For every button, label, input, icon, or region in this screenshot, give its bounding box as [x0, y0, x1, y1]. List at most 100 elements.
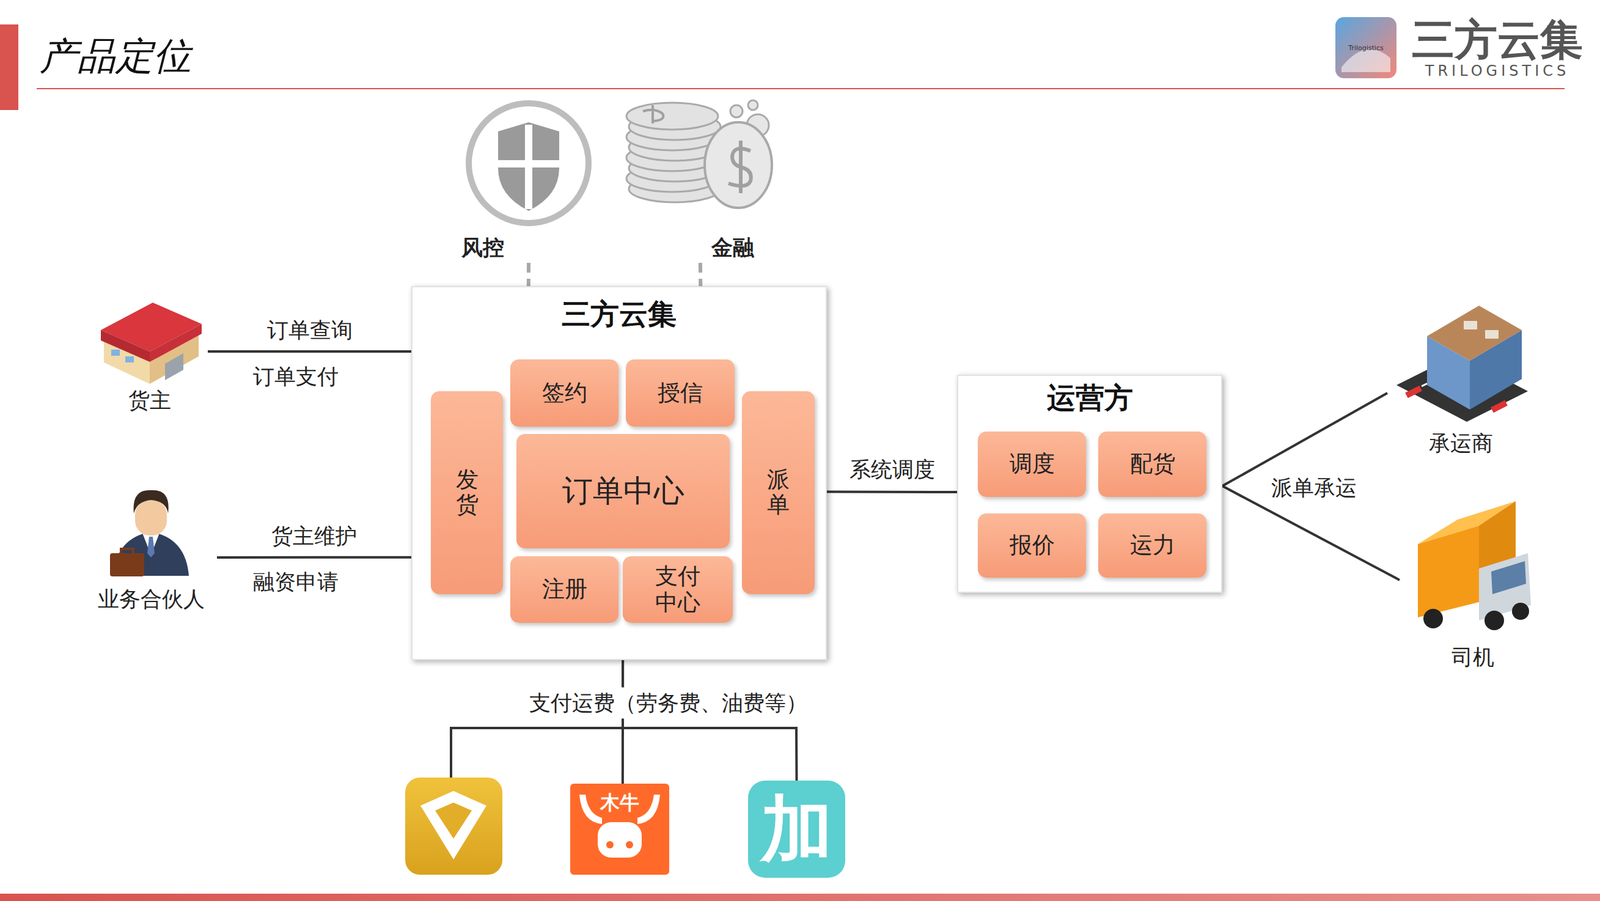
node-label: 授信 [657, 380, 703, 407]
truck-icon-part [1478, 553, 1531, 621]
module-box: 发货 [430, 391, 503, 595]
coins-icon [626, 100, 772, 208]
module-box: 配货 [1098, 431, 1207, 497]
node-label: 调度 [1009, 451, 1055, 478]
connector-label: 货主维护 [268, 520, 360, 552]
truck-icon-part [1484, 610, 1505, 631]
logo-subtitle: TRILOGISTICS [1425, 62, 1570, 80]
coin-sign [642, 105, 664, 124]
node-label: 司机 [1451, 644, 1495, 670]
connector-label: 订单查询 [264, 314, 356, 346]
partner-icon-part [133, 490, 169, 514]
jia-app-icon-part [748, 780, 846, 878]
bus-branch-line-part [451, 727, 623, 778]
coin-sign [728, 140, 752, 194]
partner-icon-part [121, 548, 134, 555]
yellow-app-icon [405, 777, 503, 875]
node-label: 注册 [542, 576, 588, 603]
icon-node: 风控 [452, 97, 606, 263]
warehouse-icon-part [125, 356, 134, 363]
shield-icon [468, 103, 589, 224]
partner-icon-part [135, 499, 167, 536]
node-label: 木牛 [600, 792, 640, 814]
node-label: 签约 [542, 380, 588, 407]
module-box: 签约 [510, 359, 619, 427]
logo-icon-text: Trilogistics [1348, 44, 1384, 52]
connector [207, 350, 412, 353]
group-box: 运营方调度 配货报价 运力 [957, 374, 1223, 593]
connector [622, 660, 797, 781]
module-box: 调度 [977, 431, 1087, 497]
muniu-app-icon-part [637, 794, 661, 824]
title-decoration-part [36, 88, 1565, 90]
connector-note: 订单支付 [253, 362, 339, 392]
warehouse-icon-part [165, 353, 184, 381]
node-label: 业务合伙人 [97, 586, 205, 612]
icon-node: 业务合伙人 [85, 488, 217, 615]
connector [216, 556, 412, 559]
module-box: 运力 [1098, 513, 1207, 578]
muniu-app-icon-part [597, 822, 642, 858]
app-icon: 木牛 [570, 783, 670, 875]
module-box: 派单 [741, 391, 815, 595]
warehouse-icon [100, 302, 202, 384]
node-label: 承运商 [1428, 430, 1494, 456]
partner-icon [110, 490, 189, 577]
truck-icon-part [1491, 561, 1527, 595]
logo-icon [1335, 17, 1397, 79]
coins-icon-part [730, 105, 743, 118]
group-heading: 三方云集 [412, 287, 826, 332]
carrier-building-icon-part [1485, 330, 1499, 339]
carrier-building-icon-part [1490, 400, 1508, 414]
partner-icon-part [110, 553, 145, 577]
carrier-building-icon-part [1405, 385, 1423, 399]
carrier-building-icon-part [1427, 305, 1522, 361]
carrier-building-icon [1396, 305, 1528, 422]
carrier-building-icon-part [1463, 320, 1478, 330]
coin-shape [704, 122, 772, 208]
title-decoration-part [0, 893, 1600, 901]
shield-icon-part [498, 160, 560, 168]
warehouse-icon-part [111, 349, 120, 356]
module-box: 注册 [510, 556, 619, 623]
truck-icon [1417, 501, 1531, 631]
module-box: 报价 [977, 513, 1087, 578]
icon-node: 司机 [1399, 513, 1547, 673]
node-label: 金融 [711, 234, 755, 261]
connector [698, 262, 703, 287]
app-icon: 加 [748, 780, 846, 878]
connector [826, 490, 958, 494]
icon-node: 货主 [91, 293, 208, 416]
muniu-app-icon-part [570, 783, 670, 875]
yellow-app-icon-part [405, 777, 503, 875]
node-label: 运力 [1130, 532, 1176, 559]
yellow-app-icon-part [420, 790, 487, 860]
group-box: 三方云集签约 授信 发货 订单中心 派单注册 支付 中心 [411, 286, 827, 661]
node-label: 加 [760, 789, 834, 870]
muniu-app-icon-part [625, 840, 634, 849]
connector-label: 派单承运 [1268, 472, 1360, 504]
node-label: 支付 中心 [651, 563, 704, 616]
group-heading: 运营方 [958, 375, 1222, 415]
muniu-app-icon-part [579, 794, 602, 824]
jia-app-icon [748, 780, 846, 878]
truck-icon-part [1511, 602, 1530, 620]
muniu-app-icon-part [606, 840, 614, 849]
partner-icon-part [147, 536, 155, 558]
shield-icon-part [468, 103, 589, 224]
muniu-app-icon [570, 783, 670, 875]
title-decoration [0, 24, 1600, 901]
bus-branch-line [451, 727, 623, 778]
node-label: 风控 [461, 234, 505, 261]
node-label: 配货 [1130, 451, 1176, 478]
node-label: 货主 [128, 387, 172, 414]
logo-icon-part [1335, 17, 1397, 79]
node-label: 订单中心 [562, 473, 685, 510]
coins-icon-part [748, 100, 758, 111]
coin-shape [626, 102, 719, 130]
connector-note: 融资申请 [253, 567, 339, 597]
warehouse-icon-part [149, 323, 202, 362]
node-label: 报价 [1009, 532, 1055, 559]
module-box: 支付 中心 [622, 556, 733, 623]
